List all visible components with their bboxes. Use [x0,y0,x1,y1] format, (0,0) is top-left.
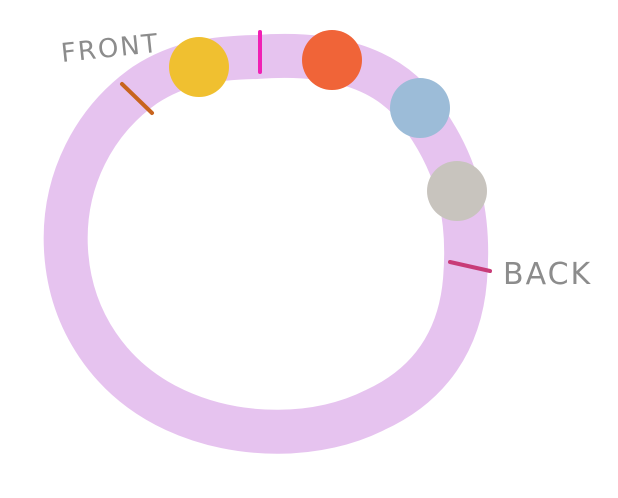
front-marker [120,82,154,115]
ring-items [169,30,487,221]
red-circle [302,30,362,90]
yellow-circle [169,37,229,97]
blue-circle [390,78,450,138]
gray-circle [427,161,487,221]
back-label: BACK [503,257,592,292]
back-marker [448,260,492,273]
